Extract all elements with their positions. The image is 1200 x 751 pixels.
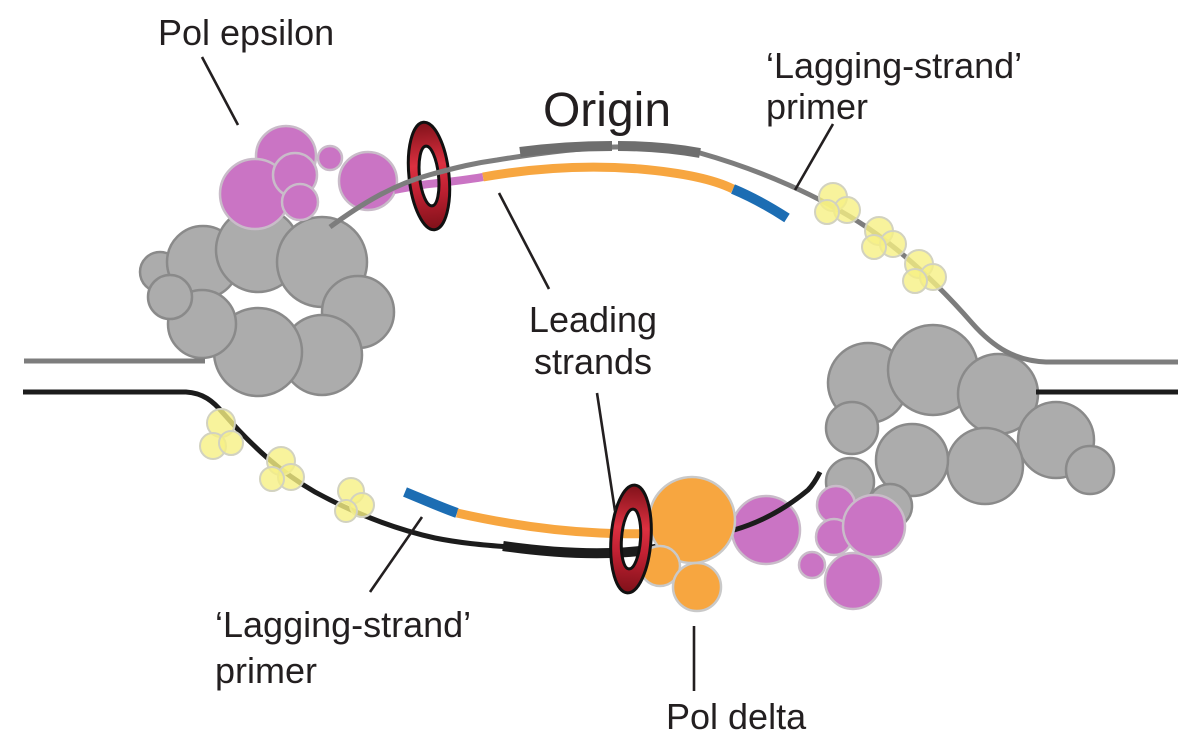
polymerase-lobe xyxy=(671,561,723,613)
helicase-lobe xyxy=(874,422,950,498)
label-lagging-top-line2: primer xyxy=(766,86,868,127)
label-pol-epsilon: Pol epsilon xyxy=(158,12,334,53)
leader-lagging-top xyxy=(793,123,835,191)
rpa-subunit xyxy=(218,430,244,456)
leader-leading-down xyxy=(595,392,617,512)
cmg-helicase-right xyxy=(824,323,1116,530)
clamp-ring xyxy=(609,483,653,595)
pol-epsilon-complex xyxy=(218,124,399,231)
origin-segment xyxy=(519,141,613,157)
label-lagging-bottom-line2: primer xyxy=(215,650,317,691)
helicase-lobe xyxy=(824,400,880,456)
helicase-lobe xyxy=(146,273,194,321)
helicase-lobe xyxy=(1064,444,1116,496)
rpa-cluster-bottom xyxy=(199,408,375,523)
rpa-subunit xyxy=(259,466,285,492)
label-lagging-bottom-line1: ‘Lagging-strand’ xyxy=(215,604,471,645)
pol-epsilon-complex-bottom xyxy=(730,484,907,611)
lagging-primer-bottom xyxy=(403,487,459,518)
leader-lagging-bottom xyxy=(368,516,424,593)
leading-strand-top-magenta xyxy=(393,173,484,194)
duplex-segment-bottom xyxy=(502,541,661,559)
template-strand-bottom-rise xyxy=(733,470,823,533)
label-leading-line2: strands xyxy=(534,341,652,382)
polymerase-lobe xyxy=(797,550,827,580)
template-strand-bottom-left xyxy=(23,389,511,550)
sliding-clamp-bottom xyxy=(609,483,653,595)
leading-strand-bottom xyxy=(456,508,656,539)
leading-strand-top xyxy=(482,162,736,194)
label-pol-delta: Pol delta xyxy=(666,696,807,737)
leader-pol-epsilon xyxy=(200,56,240,126)
polymerase-lobe xyxy=(316,144,344,172)
rpa-subunit xyxy=(814,199,840,225)
sliding-clamp-top xyxy=(406,120,452,232)
origin-segment xyxy=(617,141,701,158)
polymerase-lobe xyxy=(823,551,883,611)
polymerase-lobe xyxy=(841,493,907,559)
lagging-primer-top xyxy=(731,184,790,223)
label-lagging-top-line1: ‘Lagging-strand’ xyxy=(766,45,1022,86)
cmg-helicase-left xyxy=(138,206,396,398)
leader-leading-up xyxy=(497,192,551,290)
label-leading-line1: Leading xyxy=(529,299,657,340)
rpa-cluster-top xyxy=(814,182,947,294)
rpa-subunit xyxy=(334,499,358,523)
rpa-subunit xyxy=(861,234,887,260)
label-origin: Origin xyxy=(543,84,671,137)
clamp-ring xyxy=(406,120,452,232)
helicase-lobe xyxy=(945,426,1025,506)
rpa-subunit xyxy=(902,268,928,294)
polymerase-lobe xyxy=(280,182,320,222)
